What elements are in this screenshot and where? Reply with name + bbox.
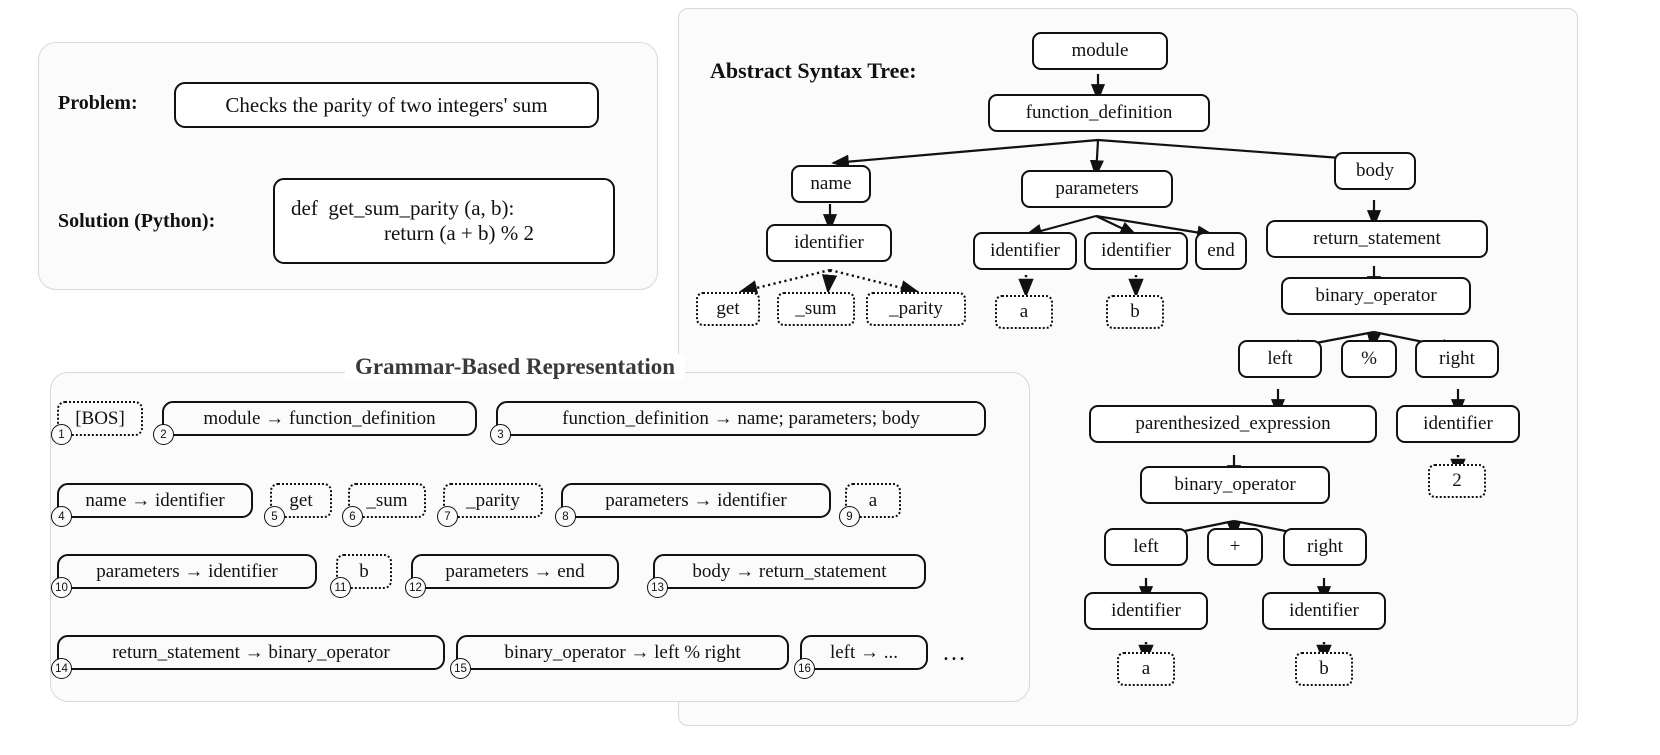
ast-leaf-two: 2 [1428, 464, 1486, 498]
solution-code-box: def get_sum_parity (a, b): return (a + b… [273, 178, 615, 264]
grammar-index-10: 10 [51, 577, 72, 598]
grammar-index-15: 15 [450, 658, 471, 679]
ast-node-function-definition: function_definition [988, 94, 1210, 132]
ast-node-body: body [1334, 152, 1416, 190]
ast-node-name-identifier: identifier [766, 224, 892, 262]
grammar-index-5: 5 [264, 506, 285, 527]
solution-code-line-2: return (a + b) % 2 [383, 221, 535, 245]
grammar-index-8: 8 [555, 506, 576, 527]
grammar-token-7[interactable]: _parity [443, 483, 543, 518]
grammar-token-3[interactable]: function_definition → name; parameters; … [496, 401, 986, 436]
ast-leaf-b-param: b [1106, 295, 1164, 329]
grammar-index-3: 3 [490, 424, 511, 445]
grammar-sequence-ellipsis: … [942, 640, 968, 666]
solution-code-line-1: def get_sum_parity (a, b): [291, 196, 515, 220]
grammar-panel-title: Grammar-Based Representation [345, 354, 686, 380]
ast-node-param-identifier-b: identifier [1084, 232, 1188, 270]
ast-leaf-sum: _sum [777, 292, 855, 326]
ast-node-left-identifier: identifier [1084, 592, 1208, 630]
ast-node-right-identifier: identifier [1396, 405, 1520, 443]
ast-node-operator-modulo: % [1341, 340, 1397, 378]
grammar-token-6[interactable]: _sum [348, 483, 426, 518]
grammar-index-16: 16 [794, 658, 815, 679]
problem-label: Problem: [58, 92, 138, 114]
ast-node-operator-plus: + [1207, 528, 1263, 566]
problem-text-box: Checks the parity of two integers' sum [174, 82, 599, 128]
ast-node-param-end: end [1195, 232, 1247, 270]
ast-node-right-inner: right [1283, 528, 1367, 566]
ast-node-binary-operator-outer: binary_operator [1281, 277, 1471, 315]
grammar-token-2[interactable]: module → function_definition [162, 401, 477, 436]
grammar-token-16[interactable]: left → ... [800, 635, 928, 670]
ast-node-module: module [1032, 32, 1168, 70]
grammar-index-14: 14 [51, 658, 72, 679]
ast-node-binary-operator-inner: binary_operator [1140, 466, 1330, 504]
ast-node-left-inner: left [1104, 528, 1188, 566]
ast-leaf-b-expr: b [1295, 652, 1353, 686]
ast-node-return-statement: return_statement [1266, 220, 1488, 258]
grammar-index-7: 7 [437, 506, 458, 527]
grammar-token-8[interactable]: parameters → identifier [561, 483, 831, 518]
grammar-token-15[interactable]: binary_operator → left % right [456, 635, 789, 670]
ast-node-param-identifier-a: identifier [973, 232, 1077, 270]
grammar-token-10[interactable]: parameters → identifier [57, 554, 317, 589]
ast-leaf-a-expr: a [1117, 652, 1175, 686]
grammar-token-4[interactable]: name → identifier [57, 483, 253, 518]
ast-leaf-parity: _parity [866, 292, 966, 326]
grammar-token-14[interactable]: return_statement → binary_operator [57, 635, 445, 670]
grammar-index-6: 6 [342, 506, 363, 527]
ast-edge-layer [738, 74, 1466, 664]
grammar-index-12: 12 [405, 577, 426, 598]
grammar-index-9: 9 [839, 506, 860, 527]
ast-node-right-outer: right [1415, 340, 1499, 378]
grammar-index-2: 2 [153, 424, 174, 445]
grammar-index-1: 1 [51, 424, 72, 445]
grammar-index-11: 11 [330, 577, 351, 598]
ast-node-parameters: parameters [1021, 170, 1173, 208]
ast-node-left-outer: left [1238, 340, 1322, 378]
ast-node-parenthesized-expression: parenthesized_expression [1089, 405, 1377, 443]
ast-leaf-a-param: a [995, 295, 1053, 329]
solution-label: Solution (Python): [58, 210, 216, 232]
ast-node-right-identifier2: identifier [1262, 592, 1386, 630]
grammar-token-12[interactable]: parameters → end [411, 554, 619, 589]
grammar-index-13: 13 [647, 577, 668, 598]
ast-node-name: name [791, 165, 871, 203]
grammar-token-13[interactable]: body → return_statement [653, 554, 926, 589]
grammar-index-4: 4 [51, 506, 72, 527]
ast-panel-title: Abstract Syntax Tree: [700, 58, 927, 84]
ast-leaf-get: get [696, 292, 760, 326]
